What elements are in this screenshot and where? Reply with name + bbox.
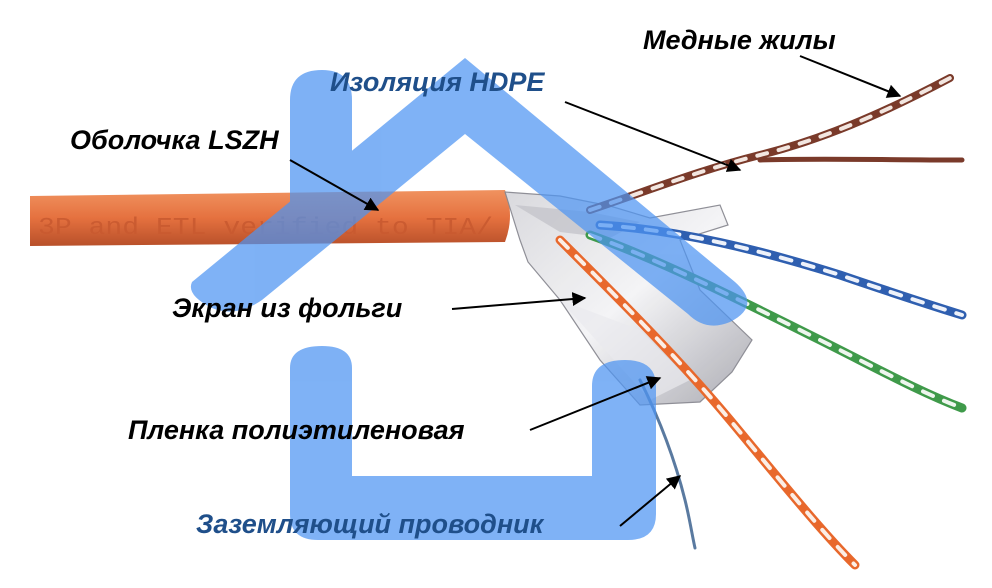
- arrow-copper: [799, 55, 902, 98]
- label-insulation: Изоляция HDPE: [330, 67, 545, 97]
- label-sheath: Оболочка LSZH: [70, 125, 279, 155]
- label-pe-film: Пленка полиэтиленовая: [128, 415, 465, 445]
- house-icon: [190, 58, 748, 540]
- label-ground-wire: Заземляющий проводник: [196, 509, 544, 539]
- callout-arrows: [289, 55, 902, 527]
- arrow-lszh: [289, 159, 380, 211]
- arrow-ground: [619, 475, 682, 527]
- label-foil-shield: Экран из фольги: [172, 293, 403, 323]
- arrow-film: [529, 376, 662, 431]
- pair-brown: [586, 74, 954, 214]
- label-copper-conductors: Медные жилы: [643, 25, 836, 55]
- arrow-foil: [451, 292, 587, 310]
- arrow-hdpe: [564, 101, 742, 172]
